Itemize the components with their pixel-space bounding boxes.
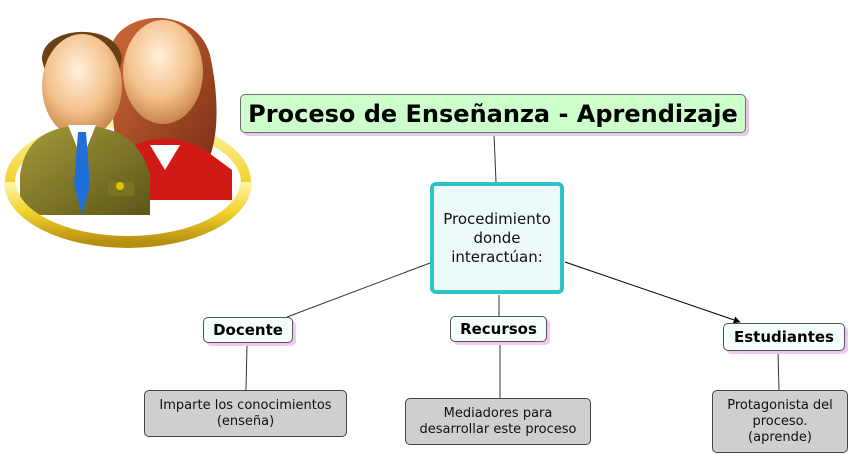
- title-node[interactable]: Proceso de Enseñanza - Aprendizaje: [240, 94, 746, 133]
- recursos-description-node[interactable]: Mediadores para desarrollar este proceso: [405, 398, 591, 445]
- docente-description: Imparte los conocimientos (enseña): [159, 397, 332, 429]
- estudiantes-description: Protagonista del proceso. (aprende): [727, 397, 833, 445]
- link-center-docente: [286, 262, 431, 318]
- link-title-center: [493, 133, 497, 183]
- link-center-estudiantes: [564, 261, 741, 324]
- docente-description-node[interactable]: Imparte los conocimientos (enseña): [144, 390, 347, 437]
- title-text: Proceso de Enseñanza - Aprendizaje: [248, 99, 738, 128]
- recursos-label: Recursos: [460, 320, 537, 338]
- center-node[interactable]: Procedimiento donde interactúan:: [430, 182, 564, 294]
- recursos-node[interactable]: Recursos: [450, 316, 547, 342]
- estudiantes-label: Estudiantes: [734, 328, 834, 346]
- estudiantes-node[interactable]: Estudiantes: [723, 323, 845, 351]
- estudiantes-description-node[interactable]: Protagonista del proceso. (aprende): [712, 390, 848, 453]
- link-docente-desc: [245, 343, 248, 391]
- center-text: Procedimiento donde interactúan:: [443, 209, 551, 266]
- recursos-description: Mediadores para desarrollar este proceso: [419, 405, 577, 437]
- link-estudiantes-desc: [777, 351, 780, 391]
- docente-label: Docente: [213, 321, 283, 339]
- teacher-student-icon: [4, 17, 252, 248]
- docente-node[interactable]: Docente: [203, 317, 293, 343]
